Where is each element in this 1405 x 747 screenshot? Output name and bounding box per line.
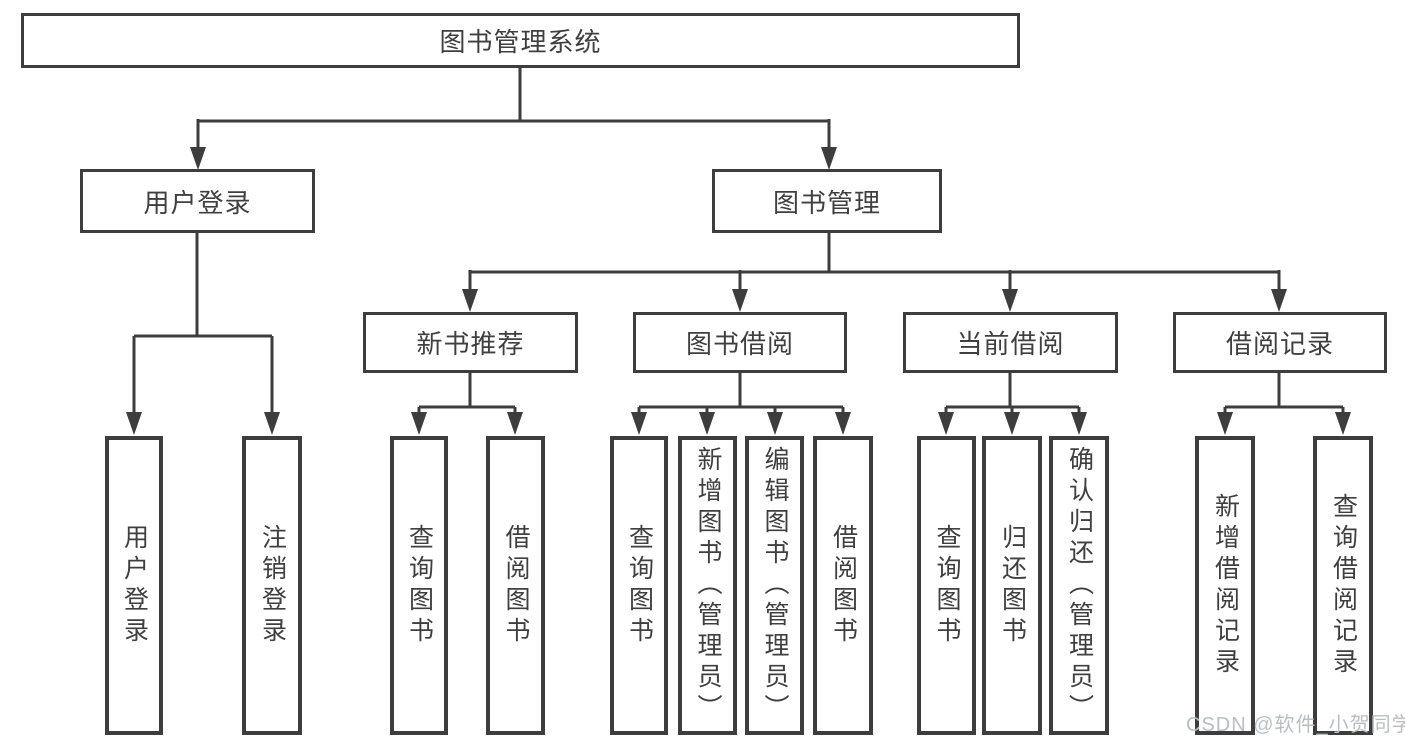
arrow-icon bbox=[938, 412, 954, 435]
node-label: 借阅图书 bbox=[829, 523, 858, 648]
arrow-icon bbox=[126, 412, 142, 435]
node-label: 用户登录 bbox=[120, 523, 149, 648]
leaf-confirm-return-admin: 确认归还（管理员） bbox=[1049, 436, 1109, 735]
arrow-icon bbox=[835, 412, 851, 435]
leaf-logout: 注销登录 bbox=[242, 436, 302, 735]
arrow-icon bbox=[1002, 289, 1018, 312]
leaf-user-login: 用户登录 bbox=[105, 436, 163, 735]
connector-new-books bbox=[417, 373, 517, 416]
arrow-icon bbox=[1004, 412, 1020, 435]
node-label: 确认归还（管理员） bbox=[1065, 446, 1094, 725]
arrow-icon bbox=[1217, 412, 1233, 435]
node-label: 查询图书 bbox=[405, 523, 434, 648]
leaf-edit-books-admin: 编辑图书（管理员） bbox=[745, 436, 804, 735]
arrow-icon bbox=[1335, 412, 1351, 435]
node-label: 图书借阅 bbox=[685, 329, 794, 359]
node-label: 查询图书 bbox=[625, 523, 654, 648]
arrow-icon bbox=[699, 412, 715, 435]
node-label: 查询图书 bbox=[933, 523, 961, 648]
arrow-icon bbox=[631, 412, 647, 435]
leaf-query-books-2: 查询图书 bbox=[610, 436, 668, 735]
arrow-icon bbox=[411, 412, 427, 435]
arrow-icon bbox=[462, 289, 478, 312]
node-root-system: 图书管理系统 bbox=[21, 13, 1020, 68]
node-new-book-recommend: 新书推荐 bbox=[363, 312, 578, 373]
leaf-query-books-3: 查询图书 bbox=[917, 436, 976, 735]
connector-current bbox=[944, 373, 1081, 416]
node-label: 借阅图书 bbox=[502, 523, 530, 648]
node-book-management: 图书管理 bbox=[712, 169, 942, 233]
node-label: 新增图书（管理员） bbox=[694, 446, 722, 725]
node-label: 借阅记录 bbox=[1225, 329, 1334, 359]
node-label: 编辑图书（管理员） bbox=[761, 446, 789, 725]
arrow-icon bbox=[264, 412, 280, 435]
leaf-borrow-books-2: 借阅图书 bbox=[813, 436, 873, 735]
node-label: 图书管理系统 bbox=[439, 27, 602, 57]
node-current-borrowing: 当前借阅 bbox=[903, 312, 1118, 373]
arrow-icon bbox=[1271, 289, 1287, 312]
node-label: 用户登录 bbox=[143, 187, 252, 218]
arrow-icon bbox=[767, 412, 783, 435]
node-label: 新书推荐 bbox=[416, 329, 525, 359]
connector-user-login bbox=[132, 232, 274, 416]
leaf-borrow-books-1: 借阅图书 bbox=[486, 436, 545, 735]
leaf-add-books-admin: 新增图书（管理员） bbox=[678, 436, 737, 735]
leaf-add-borrow-record: 新增借阅记录 bbox=[1195, 436, 1255, 735]
node-book-borrowing: 图书借阅 bbox=[633, 312, 847, 373]
leaf-query-books-1: 查询图书 bbox=[390, 436, 448, 735]
connector-records bbox=[1223, 373, 1345, 416]
node-user-login: 用户登录 bbox=[80, 169, 315, 233]
arrow-icon bbox=[190, 147, 206, 170]
node-label: 归还图书 bbox=[998, 523, 1027, 648]
node-borrow-records: 借阅记录 bbox=[1173, 312, 1387, 373]
connector-borrowing bbox=[637, 373, 845, 416]
node-label: 查询借阅记录 bbox=[1329, 492, 1358, 679]
arrow-icon bbox=[821, 147, 837, 170]
arrow-icon bbox=[507, 412, 523, 435]
leaf-query-borrow-record: 查询借阅记录 bbox=[1313, 436, 1373, 735]
arrow-icon bbox=[1071, 412, 1087, 435]
connector-book-mgmt bbox=[468, 232, 1281, 292]
node-label: 注销登录 bbox=[258, 523, 287, 648]
arrow-icon bbox=[732, 289, 748, 312]
csdn-watermark: CSDN @软件_小贺同学 bbox=[1186, 714, 1405, 736]
connector-root bbox=[196, 68, 831, 150]
node-label: 当前借阅 bbox=[956, 329, 1065, 359]
node-label: 新增借阅记录 bbox=[1211, 492, 1240, 679]
arrowheads bbox=[126, 147, 1351, 435]
leaf-return-books: 归还图书 bbox=[982, 436, 1042, 735]
node-label: 图书管理 bbox=[772, 187, 881, 218]
